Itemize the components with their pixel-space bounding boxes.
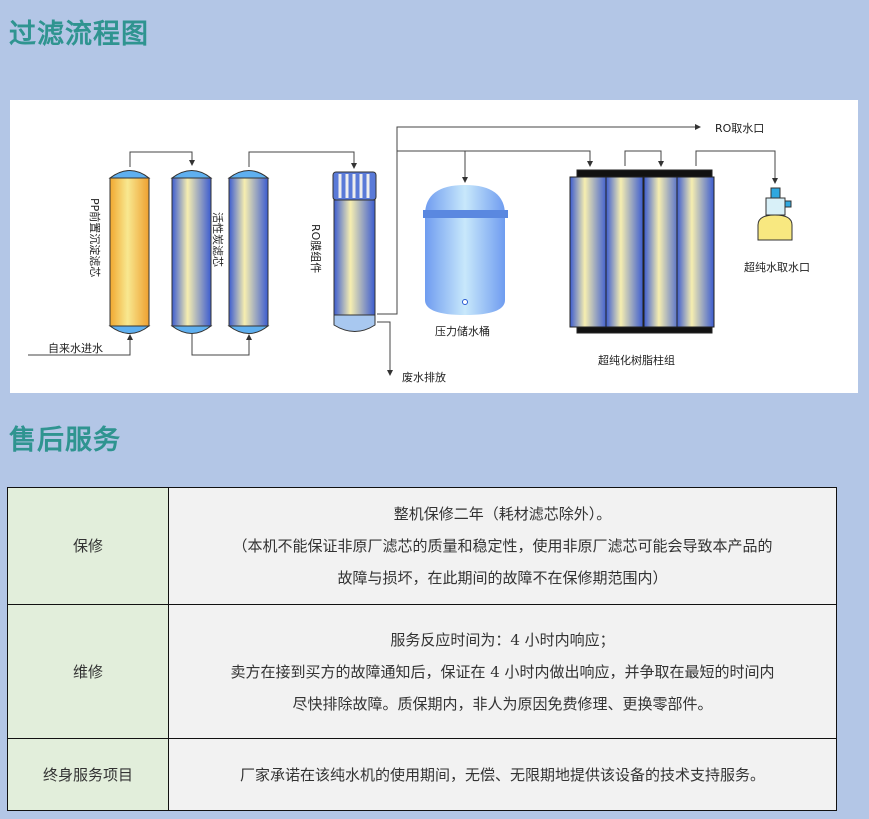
content-line: 尽快排除故障。质保期内，非人为原因免费修理、更换零部件。 <box>292 694 713 713</box>
ro-outlet-label: RO取水口 <box>715 122 764 135</box>
content-line: 整机保修二年（耗材滤芯除外）。 <box>393 505 612 523</box>
table-row-repair: 维修 服务反应时间为：4 小时内响应； 卖方在接到买方的故障通知后，保证在 4 … <box>7 604 837 739</box>
pressure-tank-label: 压力储水桶 <box>435 324 490 338</box>
row-content: 厂家承诺在该纯水机的使用期间，无偿、无限期地提供该设备的技术支持服务。 <box>168 738 837 811</box>
after-sales-service-table: 保修 整机保修二年（耗材滤芯除外）。 （本机不能保证非原厂滤芯的质量和稳定性，使… <box>7 487 837 811</box>
resin-group-label: 超纯化树脂柱组 <box>598 353 675 367</box>
waste-outlet-label: 废水排放 <box>402 370 446 384</box>
table-row-lifetime-service: 终身服务项目 厂家承诺在该纯水机的使用期间，无偿、无限期地提供该设备的技术支持服… <box>7 738 837 811</box>
flow-section-title: 过滤流程图 <box>9 19 149 50</box>
content-line: 故障与损坏，在此期间的故障不在保修期范围内） <box>337 569 668 587</box>
resin-column-group-icon <box>569 169 715 334</box>
content-line: 厂家承诺在该纯水机的使用期间，无偿、无限期地提供该设备的技术支持服务。 <box>239 765 765 784</box>
row-label: 保修 <box>7 487 169 605</box>
ro-module-icon <box>332 171 377 332</box>
row-label: 终身服务项目 <box>7 738 169 811</box>
pp-filter-icon <box>108 170 151 334</box>
filtration-flow-diagram: PP前置沉淀滤芯 活性炭滤芯 RO膜组件 自来水进水 废水排放 压力储水桶 RO… <box>10 100 858 393</box>
content-line: 卖方在接到买方的故障通知后，保证在 4 小时内做出响应，并争取在最短的时间内 <box>230 662 775 681</box>
pp-filter-label: PP前置沉淀滤芯 <box>88 198 102 277</box>
faucet-icon <box>757 187 793 241</box>
row-label: 维修 <box>7 604 169 739</box>
pipe-lines <box>28 124 778 376</box>
service-section-title: 售后服务 <box>9 425 121 456</box>
ultrapure-outlet-label: 超纯水取水口 <box>744 260 810 274</box>
content-line: （本机不能保证非原厂滤芯的质量和稳定性，使用非原厂滤芯可能会导致本产品的 <box>232 537 773 555</box>
ro-module-label: RO膜组件 <box>309 224 323 273</box>
carbon-filter-icon <box>170 170 270 334</box>
carbon-filter-label: 活性炭滤芯 <box>211 212 225 267</box>
row-content: 整机保修二年（耗材滤芯除外）。 （本机不能保证非原厂滤芯的质量和稳定性，使用非原… <box>168 487 837 605</box>
row-content: 服务反应时间为：4 小时内响应； 卖方在接到买方的故障通知后，保证在 4 小时内… <box>168 604 837 739</box>
table-row-warranty: 保修 整机保修二年（耗材滤芯除外）。 （本机不能保证非原厂滤芯的质量和稳定性，使… <box>7 487 837 605</box>
pressure-tank-icon <box>423 185 508 315</box>
content-line: 服务反应时间为：4 小时内响应； <box>390 630 615 649</box>
tap-inlet-label: 自来水进水 <box>48 342 103 355</box>
